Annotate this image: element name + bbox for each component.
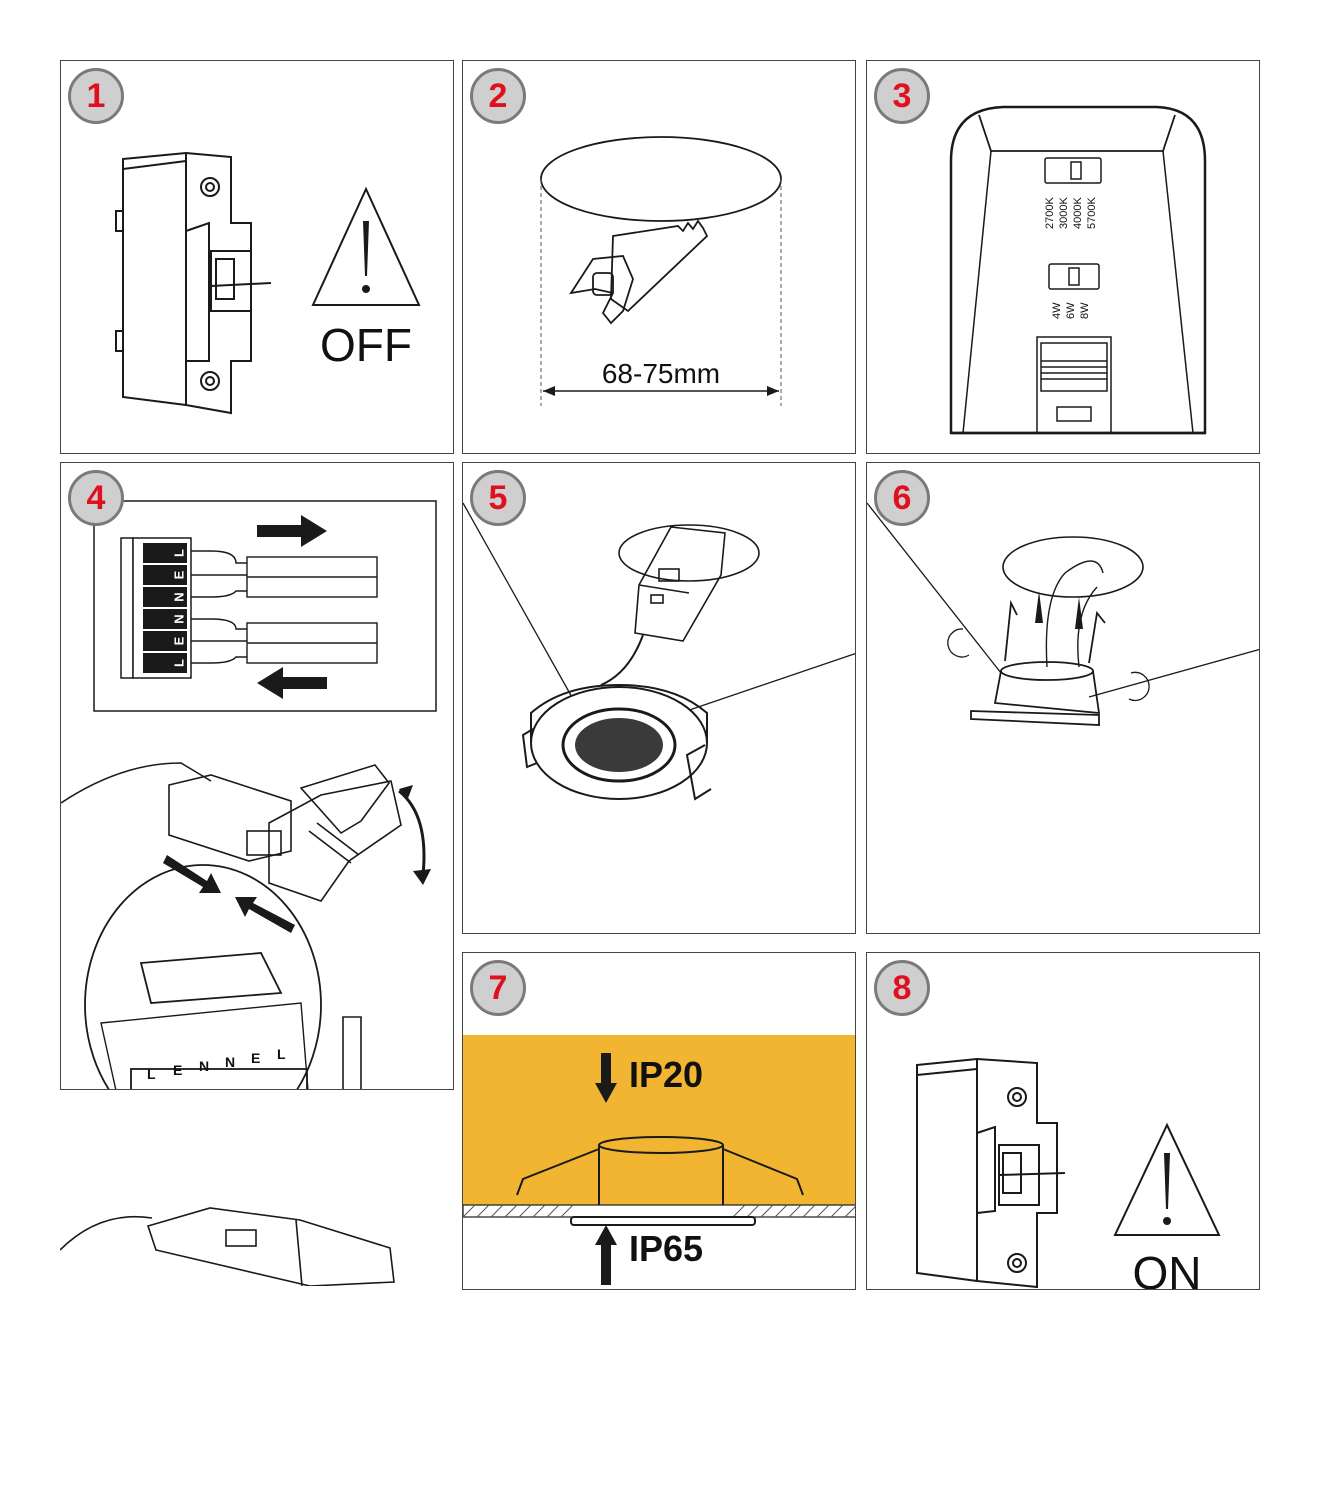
cutout-dimension: 68-75mm [602, 358, 720, 389]
warning-icon [311, 186, 421, 306]
step-badge: 4 [68, 470, 124, 526]
closed-connector-illustration [60, 1207, 395, 1286]
breaker-on-illustration: ON [916, 1057, 1221, 1290]
step-badge: 3 [874, 68, 930, 124]
wiring-diagram-box [93, 500, 437, 712]
step-badge: 6 [874, 470, 930, 526]
svg-text:L: L [171, 659, 186, 667]
svg-text:E: E [171, 570, 186, 579]
arrow-right-icon [257, 515, 327, 547]
cct-switch[interactable] [1044, 157, 1102, 184]
svg-text:4W: 4W [1051, 302, 1063, 319]
step-4-result-layer [60, 1190, 454, 1286]
svg-text:L: L [171, 549, 186, 557]
svg-text:N: N [171, 592, 186, 601]
cut-hole-illustration: 68-75mm [540, 136, 782, 406]
insert-arrows-icon [163, 855, 295, 933]
svg-text:N: N [199, 1058, 209, 1074]
step-8-panel: 8 ON [866, 952, 1260, 1290]
downlight-fixture [521, 683, 712, 801]
rotate-icon [947, 628, 970, 658]
terminal-block [1036, 336, 1112, 434]
svg-text:N: N [171, 614, 186, 623]
step-badge: 1 [68, 68, 124, 124]
ceiling-hole [618, 524, 760, 582]
circuit-breaker-icon [916, 1057, 1066, 1289]
wires [191, 550, 378, 664]
ceiling-board [463, 1204, 855, 1218]
connector-assembly [61, 762, 426, 902]
saw-icon [569, 219, 709, 325]
step-6-panel: 6 [866, 462, 1260, 934]
step-badge: 7 [470, 960, 526, 1016]
circuit-breaker-icon [115, 151, 272, 415]
rotate-icon [1128, 671, 1150, 702]
arrow-up-icon [1035, 591, 1043, 623]
svg-text:L: L [147, 1066, 156, 1082]
svg-text:E: E [171, 636, 186, 645]
off-label: OFF [320, 319, 412, 371]
ip20-label: IP20 [629, 1054, 703, 1095]
arrow-down-icon [342, 1016, 362, 1089]
driver-switch-illustration: 2700K 3000K 4000K 5700K 4W 6W 8W [949, 105, 1207, 435]
svg-text:E: E [251, 1050, 260, 1066]
connect-driver-illustration [463, 502, 855, 801]
driver-housing [949, 105, 1207, 435]
svg-text:N: N [225, 1054, 235, 1070]
svg-text:3000K: 3000K [1058, 197, 1070, 229]
step-3-panel: 3 2700K 3000K 4000K 5700K 4W 6W 8W [866, 60, 1260, 454]
ip65-label: IP65 [629, 1228, 703, 1269]
breaker-off-illustration: OFF [115, 151, 421, 415]
step-5-panel: 5 [462, 462, 856, 934]
fixture-body [970, 599, 1106, 726]
warning-icon [1113, 1122, 1221, 1236]
terminal-strip: L E N N E L [120, 537, 192, 679]
terminal-zoom-detail [84, 864, 322, 1089]
driver-box [634, 526, 726, 642]
ceiling-hole [540, 136, 782, 222]
svg-text:5700K: 5700K [1086, 197, 1098, 229]
arrow-up-icon [595, 1225, 617, 1285]
ip-rating-illustration: IP20 IP65 [463, 1035, 855, 1285]
step-7-panel: 7 IP20 IP65 [462, 952, 856, 1290]
ceiling-hole [1002, 536, 1144, 598]
power-switch[interactable] [1048, 263, 1100, 290]
svg-text:8W: 8W [1079, 302, 1091, 319]
svg-text:4000K: 4000K [1072, 197, 1084, 229]
svg-text:L: L [277, 1046, 286, 1062]
arrow-down-icon [595, 1053, 617, 1103]
step-4-panel: 4 L E N N E L [60, 462, 454, 1090]
step-badge: 5 [470, 470, 526, 526]
step-badge: 2 [470, 68, 526, 124]
arrow-left-icon [257, 667, 327, 699]
installed-fixture [516, 1136, 804, 1226]
wiring-illustration: L E N N E L [61, 500, 437, 1089]
svg-text:6W: 6W [1065, 302, 1077, 319]
insert-fixture-illustration [867, 502, 1259, 726]
step-1-panel: 1 OFF [60, 60, 454, 454]
svg-text:2700K: 2700K [1044, 197, 1056, 229]
step-2-panel: 2 68-75mm [462, 60, 856, 454]
on-label: ON [1133, 1247, 1202, 1290]
arrow-up-icon [1075, 597, 1083, 629]
step-badge: 8 [874, 960, 930, 1016]
svg-text:E: E [173, 1062, 182, 1078]
